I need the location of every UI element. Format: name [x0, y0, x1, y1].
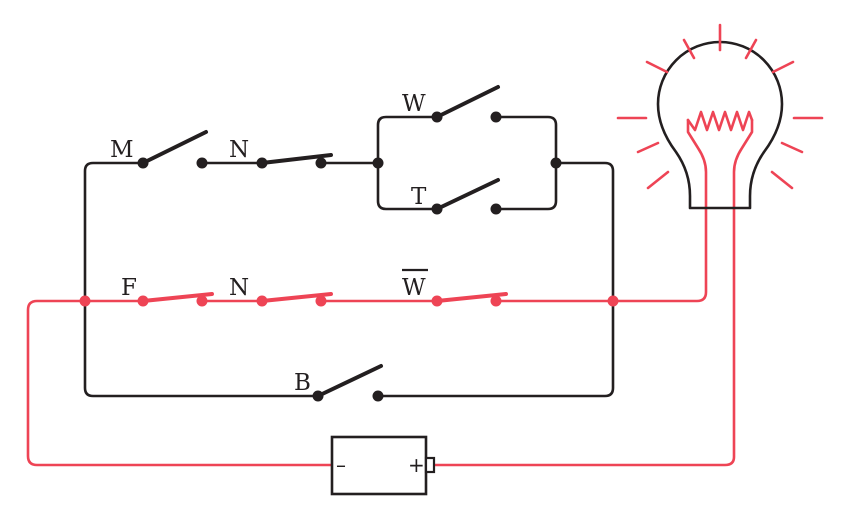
label-w-bar: W [402, 275, 426, 301]
contact-t-right [490, 203, 502, 215]
battery-plus-label: + [408, 453, 425, 477]
battery-terminal [424, 456, 436, 474]
inactive-switch-blades [141, 85, 500, 398]
battery-minus-label: – [336, 453, 346, 477]
label-t: T [411, 184, 427, 210]
contact-w-right [490, 111, 502, 123]
junction-left [372, 157, 384, 169]
contact-n-top-left [256, 157, 268, 169]
inactive-contacts [137, 111, 562, 402]
bulb-glass [656, 40, 784, 210]
switch-b-blade [316, 364, 383, 398]
label-f: F [121, 275, 137, 301]
labels: M N W T F N W B – + [110, 91, 428, 477]
inactive-wiring [83, 115, 615, 398]
contact-m-left [137, 157, 149, 169]
contact-w-bar-left [431, 295, 443, 307]
contact-b-left [312, 390, 324, 402]
active-switch-blades [141, 292, 508, 303]
contact-n-mid-right [315, 295, 327, 307]
active-contacts [79, 295, 619, 307]
switch-w-blade [435, 85, 500, 119]
bulb-rays [616, 23, 824, 190]
filament-coil [686, 110, 754, 132]
contact-b-right [372, 390, 384, 402]
switch-m-blade [141, 130, 208, 165]
junction-left-active [79, 295, 91, 307]
contact-w-left [431, 111, 443, 123]
contact-m-right [196, 157, 208, 169]
active-path-return [432, 206, 736, 467]
filament-lead-left [686, 118, 708, 210]
label-w: W [402, 91, 426, 117]
contact-f-left [137, 295, 149, 307]
switch-w-bar-blade [435, 292, 508, 303]
battery-icon [330, 435, 436, 496]
junction-right [550, 157, 562, 169]
active-wiring [26, 110, 754, 467]
contact-n-mid-left [256, 295, 268, 307]
contact-t-left [431, 203, 443, 215]
label-n-top: N [229, 137, 249, 163]
right-rail-wire [378, 161, 615, 398]
contact-f-right [196, 295, 208, 307]
label-b: B [294, 370, 311, 396]
label-n-mid: N [229, 275, 249, 301]
contact-w-bar-right [490, 295, 502, 307]
light-bulb-icon [616, 23, 824, 210]
switch-n-top-blade [260, 153, 333, 165]
contact-n-top-right [315, 157, 327, 169]
switch-t-blade [435, 178, 500, 211]
switch-f-blade [141, 292, 214, 303]
active-path-to-lamp [26, 206, 708, 467]
junction-right-active [607, 295, 619, 307]
switch-n-mid-blade [260, 292, 333, 303]
battery-body [330, 435, 428, 496]
left-rail-wire [83, 161, 320, 398]
filament-lead-right [732, 118, 754, 210]
label-m: M [110, 137, 134, 163]
